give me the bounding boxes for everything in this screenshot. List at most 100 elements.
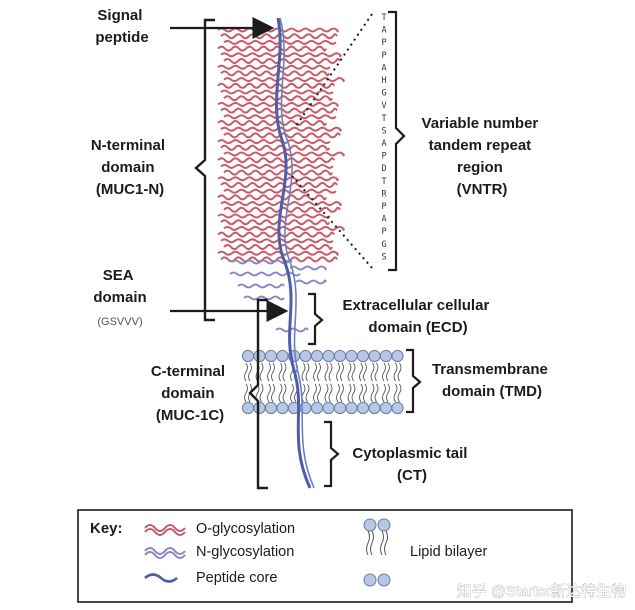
n-glycosylation-chains — [229, 259, 327, 333]
lipid-tail — [317, 383, 321, 403]
lipid-head — [299, 349, 312, 363]
lipid-head — [391, 349, 404, 363]
lipid-head — [253, 401, 266, 415]
watermark-text: 知乎 @Starter新达特生物 — [457, 583, 626, 600]
key-lipid-bilayer: Lipid bilayer — [410, 544, 488, 560]
sea-domain-label: SEA domain — [93, 267, 146, 306]
c-terminal-bracket — [248, 298, 268, 490]
lipid-head — [322, 401, 335, 415]
key-o-glycosylation: O-glycosylation — [196, 521, 295, 537]
signal-peptide-label: Signal peptide — [95, 7, 148, 46]
vntr-residue: T — [381, 177, 386, 187]
lipid-tail — [363, 383, 367, 403]
vntr-residue: P — [381, 38, 386, 48]
lipid-head — [322, 349, 335, 363]
lipid-tail — [336, 383, 340, 403]
o-glycan-chain — [223, 244, 333, 250]
sea-motif-label: (GSVVV) — [97, 316, 142, 328]
o-glycan-chain — [220, 256, 338, 263]
o-glycan-chain — [217, 176, 339, 182]
lipid-tail — [397, 362, 402, 382]
lipid-tail — [305, 383, 310, 403]
ct-label: Cytoplasmic tail (CT) — [352, 445, 471, 484]
lipid-head — [333, 349, 347, 363]
o-glycan-chain — [220, 126, 342, 132]
lipid-head — [310, 349, 324, 363]
vntr-zoom-line-top — [295, 13, 373, 127]
o-glycan-chain — [217, 250, 339, 256]
o-glycan-chain — [220, 238, 334, 244]
lipid-head — [345, 401, 358, 415]
peptide-core-strand — [279, 17, 315, 489]
n-glycan-chain — [295, 279, 327, 285]
o-glycan-chain — [220, 219, 330, 226]
o-glycan-chain — [217, 231, 335, 238]
lipid-tail — [351, 383, 356, 403]
lipid-tail — [370, 383, 375, 403]
lipid-tail — [313, 383, 317, 403]
lipid-head — [345, 349, 358, 363]
o-glycan-chain — [223, 225, 345, 231]
vntr-residue: G — [381, 89, 386, 99]
lipid-tail — [347, 383, 352, 403]
lipid-tail — [351, 362, 356, 382]
o-glycan-chain — [217, 101, 339, 107]
vntr-zoom-line-bottom — [291, 175, 373, 269]
o-glycan-chain — [217, 139, 331, 145]
lipid-tail — [259, 362, 264, 382]
o-glycan-chain — [220, 182, 338, 188]
c-terminal-label: C-terminal domain (MUC-1C) — [151, 363, 229, 424]
o-glycan-chain — [223, 77, 345, 83]
o-glycan-chain — [220, 144, 330, 151]
lipid-tail — [267, 383, 271, 403]
key-n-glycosylation: N-glycosylation — [196, 544, 294, 560]
vntr-residue: P — [381, 51, 386, 61]
lipid-tail — [278, 383, 283, 403]
lipid-head — [391, 401, 404, 415]
lipid-head — [379, 349, 393, 363]
ecd-label: Extracellular cellular domain (ECD) — [343, 297, 494, 336]
vntr-residue: T — [381, 114, 386, 124]
vntr-residue: H — [381, 76, 386, 86]
n-glycan-chain — [237, 283, 285, 289]
lipid-tail — [370, 362, 375, 382]
o-glycan-chain — [223, 95, 333, 102]
lipid-tail — [386, 383, 390, 403]
lipid-head — [356, 401, 370, 415]
o-glycosylation-chains — [217, 27, 345, 263]
lipid-head — [310, 401, 324, 415]
vntr-residue: S — [381, 252, 386, 262]
lipid-tail — [324, 362, 329, 382]
n-glycan-chain — [275, 327, 309, 333]
lipid-bilayer-icon — [363, 518, 391, 587]
lipid-head — [241, 401, 255, 415]
o-glycan-chain — [220, 70, 330, 77]
vntr-bracket — [388, 10, 406, 272]
key-title: Key: — [90, 520, 123, 537]
vntr-label: Variable number tandem repeat region (VN… — [422, 115, 543, 198]
n-terminal-label: N-terminal domain (MUC1-N) — [91, 137, 169, 198]
ecd-bracket — [308, 292, 324, 346]
lipid-tail — [393, 362, 398, 382]
vntr-residue: T — [381, 13, 386, 23]
lipid-tail — [301, 362, 306, 382]
lipid-head — [253, 349, 266, 363]
lipid-tail — [248, 362, 252, 382]
vntr-residue: V — [381, 101, 386, 111]
o-glycan-chain — [217, 120, 327, 126]
n-terminal-bracket — [194, 18, 215, 322]
lipid-tail — [374, 362, 379, 382]
lipid-head — [264, 401, 278, 415]
o-glycan-chain — [220, 201, 342, 207]
vntr-residue: R — [381, 189, 387, 199]
o-glycan-chain — [223, 151, 345, 157]
lipid-tail — [328, 362, 333, 382]
n-glycan-wave-icon — [144, 547, 186, 555]
lipid-tail — [397, 383, 402, 403]
vntr-residue: A — [381, 63, 386, 73]
lipid-tail — [393, 383, 398, 403]
lipid-tail — [259, 383, 264, 403]
lipid-tail — [359, 362, 363, 382]
vntr-residue: S — [381, 126, 386, 136]
o-glycan-chain — [223, 114, 337, 120]
